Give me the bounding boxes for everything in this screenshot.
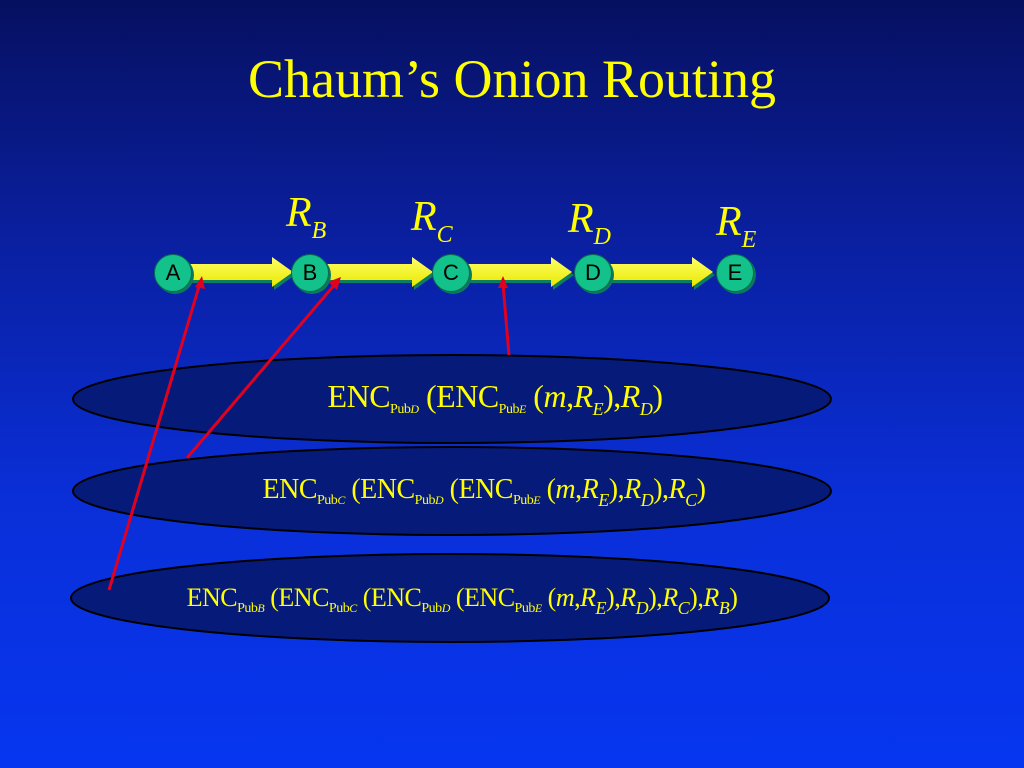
route-label-e: RE	[716, 199, 757, 253]
page-title: Chaum’s Onion Routing	[247, 49, 777, 109]
route-label-d: RD	[568, 196, 611, 250]
onion-layer-ellipse-3	[70, 553, 830, 643]
route-label-b: RB	[286, 190, 327, 244]
arrow-a-b	[188, 257, 295, 290]
node-a: A	[154, 254, 192, 292]
pointer-arrowhead-c	[498, 276, 508, 288]
node-c: C	[432, 254, 470, 292]
onion-formula-3: ENCPubB (ENCPubC (ENCPubD (ENCPubE (m,RE…	[186, 583, 738, 618]
pointer-line-to-b	[185, 282, 338, 459]
onion-layer-ellipse-1	[72, 354, 832, 444]
onion-layer-ellipse-2	[72, 446, 832, 536]
arrow-c-d	[466, 257, 574, 290]
node-b: B	[291, 254, 329, 292]
pointer-line-to-c	[501, 283, 511, 356]
arrow-b-c	[326, 257, 435, 290]
node-e: E	[716, 254, 754, 292]
route-label-c: RC	[411, 194, 453, 248]
onion-formula-1: ENCPubD (ENCPubE (m,RE),RD)	[327, 378, 663, 419]
onion-formula-2: ENCPubC (ENCPubD (ENCPubE (m,RE),RD),RC)	[262, 474, 706, 510]
node-d: D	[574, 254, 612, 292]
pointer-line-to-a	[107, 282, 202, 591]
pointer-arrowhead-a	[195, 276, 205, 289]
pointer-arrowhead-b	[328, 277, 341, 290]
arrow-d-e	[606, 257, 715, 290]
